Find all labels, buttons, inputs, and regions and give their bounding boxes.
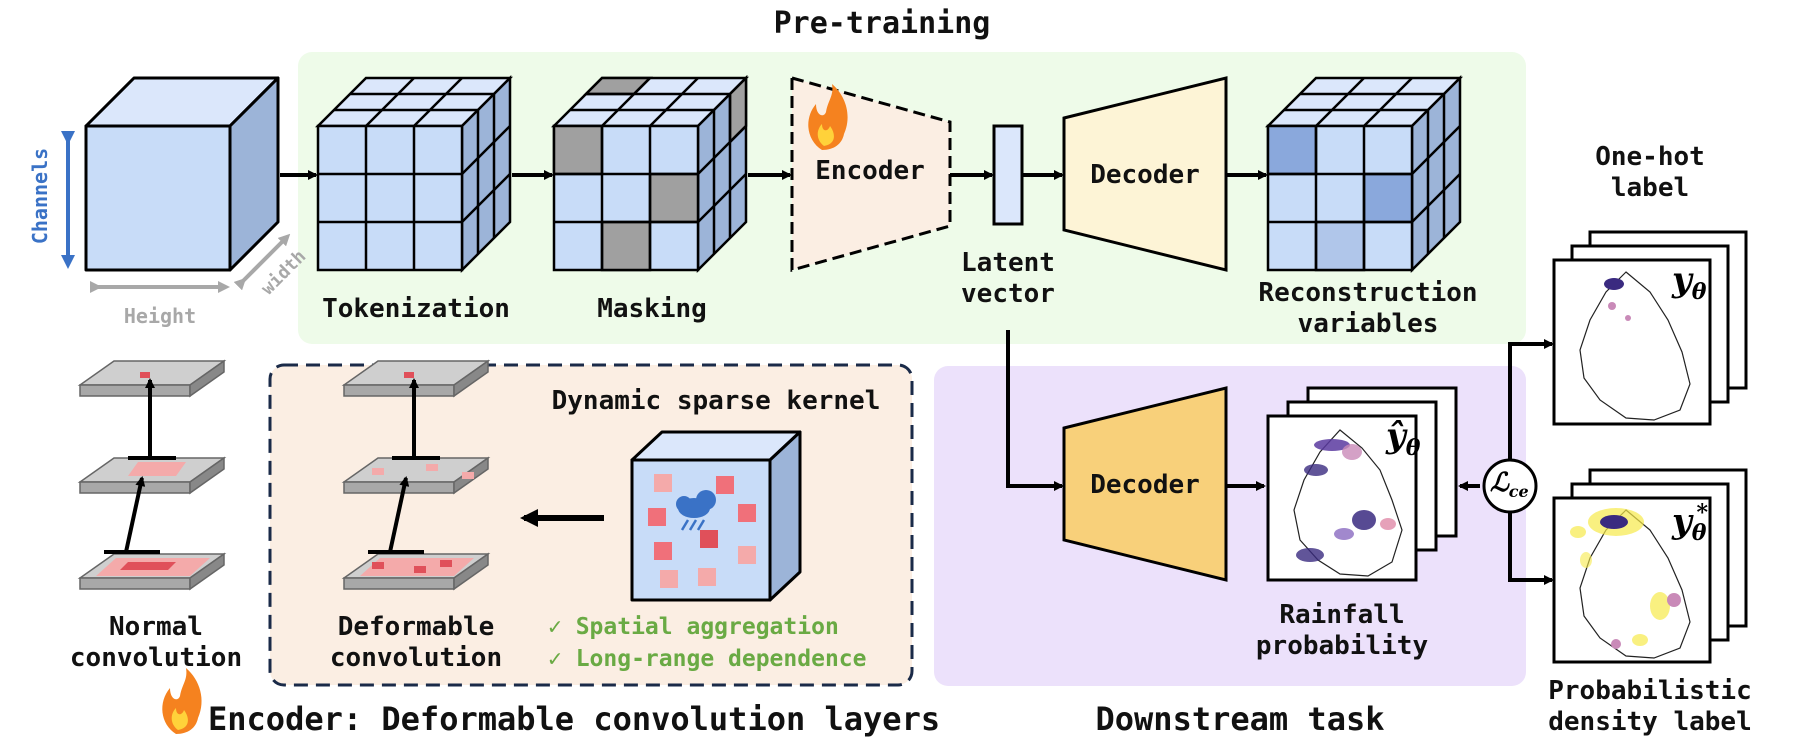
masking-cube <box>550 74 750 274</box>
reconstruction-line2: variables <box>1297 309 1439 340</box>
tokenization-cube <box>314 74 514 274</box>
deformable-line1: Deformable <box>337 612 495 642</box>
y-hat-symbol: ŷθ <box>1386 416 1420 461</box>
onehot-line2: label <box>1610 173 1690 204</box>
width-axis <box>233 233 291 291</box>
rainfall-line2: probability <box>1255 631 1429 662</box>
y-hat-main: ŷ <box>1386 416 1406 456</box>
rainfall-probability-label: Rainfall probability <box>1232 600 1452 662</box>
encoder-footer: Encoder: Deformable convolution layers <box>208 700 941 738</box>
decoder-block-downstream <box>1062 386 1228 582</box>
y-hat-sub: θ <box>1405 434 1421 461</box>
probabilistic-label-title: Probabilistic density label <box>1530 676 1770 738</box>
density-map <box>1570 508 1691 659</box>
y-star-main: y <box>1672 501 1692 542</box>
loss-sub: ce <box>1508 482 1529 502</box>
fire-icon-footer <box>162 668 202 734</box>
tokenization-label: Tokenization <box>322 294 510 324</box>
normal-line2: convolution <box>69 643 243 674</box>
rainfall-probability-stack <box>1266 386 1458 582</box>
deformable-line2: convolution <box>329 643 503 674</box>
probabilistic-line2: density label <box>1548 707 1752 738</box>
y-star-sub: θ <box>1691 520 1707 547</box>
loss-circle <box>1482 458 1538 514</box>
latent-vector <box>992 124 1024 226</box>
height-axis-label: Height <box>123 304 197 328</box>
input-cube <box>84 76 280 272</box>
onehot-line1: One-hot <box>1595 142 1705 172</box>
loss-arrows <box>1458 339 1554 585</box>
masking-label: Masking <box>597 294 707 324</box>
probabilistic-line1: Probabilistic <box>1548 676 1752 706</box>
loss-symbol: ℒce <box>1490 468 1529 501</box>
latent-vector-label: Latent vector <box>928 248 1088 310</box>
downstream-title: Downstream task <box>1095 700 1385 738</box>
channels-axis-label: Channels <box>28 147 52 245</box>
loss-main: ℒ <box>1490 468 1509 498</box>
deformable-convolution-label: Deformable convolution <box>316 612 516 674</box>
deformable-convolution-stack <box>341 359 491 591</box>
onehot-label-title: One-hot label <box>1560 142 1740 204</box>
pretraining-title: Pre-training <box>773 6 991 41</box>
kernel-title: Dynamic sparse kernel <box>551 386 881 416</box>
density-label-stack <box>1552 468 1748 664</box>
decoder-label-downstream: Decoder <box>1090 470 1200 500</box>
rainfall-line1: Rainfall <box>1279 600 1405 630</box>
normal-convolution-stack <box>77 359 227 591</box>
onehot-map <box>1579 271 1691 421</box>
reconstruction-line1: Reconstruction <box>1258 278 1478 308</box>
y-star-symbol: yθ* <box>1672 500 1708 546</box>
sparse-kernel-points <box>648 474 756 588</box>
y-theta-main: y <box>1672 260 1692 300</box>
y-theta-symbol: yθ <box>1672 260 1706 305</box>
reconstruction-label: Reconstruction variables <box>1238 278 1498 340</box>
rainfall-map <box>1293 429 1403 577</box>
onehot-label-stack <box>1552 230 1748 426</box>
y-theta-sub: θ <box>1691 278 1707 305</box>
benefit-longrange: ✓ Long-range dependence <box>548 646 867 672</box>
reconstruction-cube <box>1264 74 1464 274</box>
normal-convolution-label: Normal convolution <box>56 612 256 674</box>
benefit-spatial: ✓ Spatial aggregation <box>548 614 839 640</box>
fire-icon <box>808 84 848 150</box>
latent-label-line1: Latent <box>961 248 1055 278</box>
decoder-label-pretrain: Decoder <box>1090 160 1200 190</box>
latent-label-line2: vector <box>961 279 1055 310</box>
y-star-sup: * <box>1696 500 1708 526</box>
normal-line1: Normal <box>109 612 203 642</box>
rain-cloud-icon <box>676 490 716 531</box>
pretrain-arrows <box>280 170 1268 491</box>
encoder-label: Encoder <box>815 156 925 186</box>
decoder-block-pretrain <box>1062 76 1228 272</box>
